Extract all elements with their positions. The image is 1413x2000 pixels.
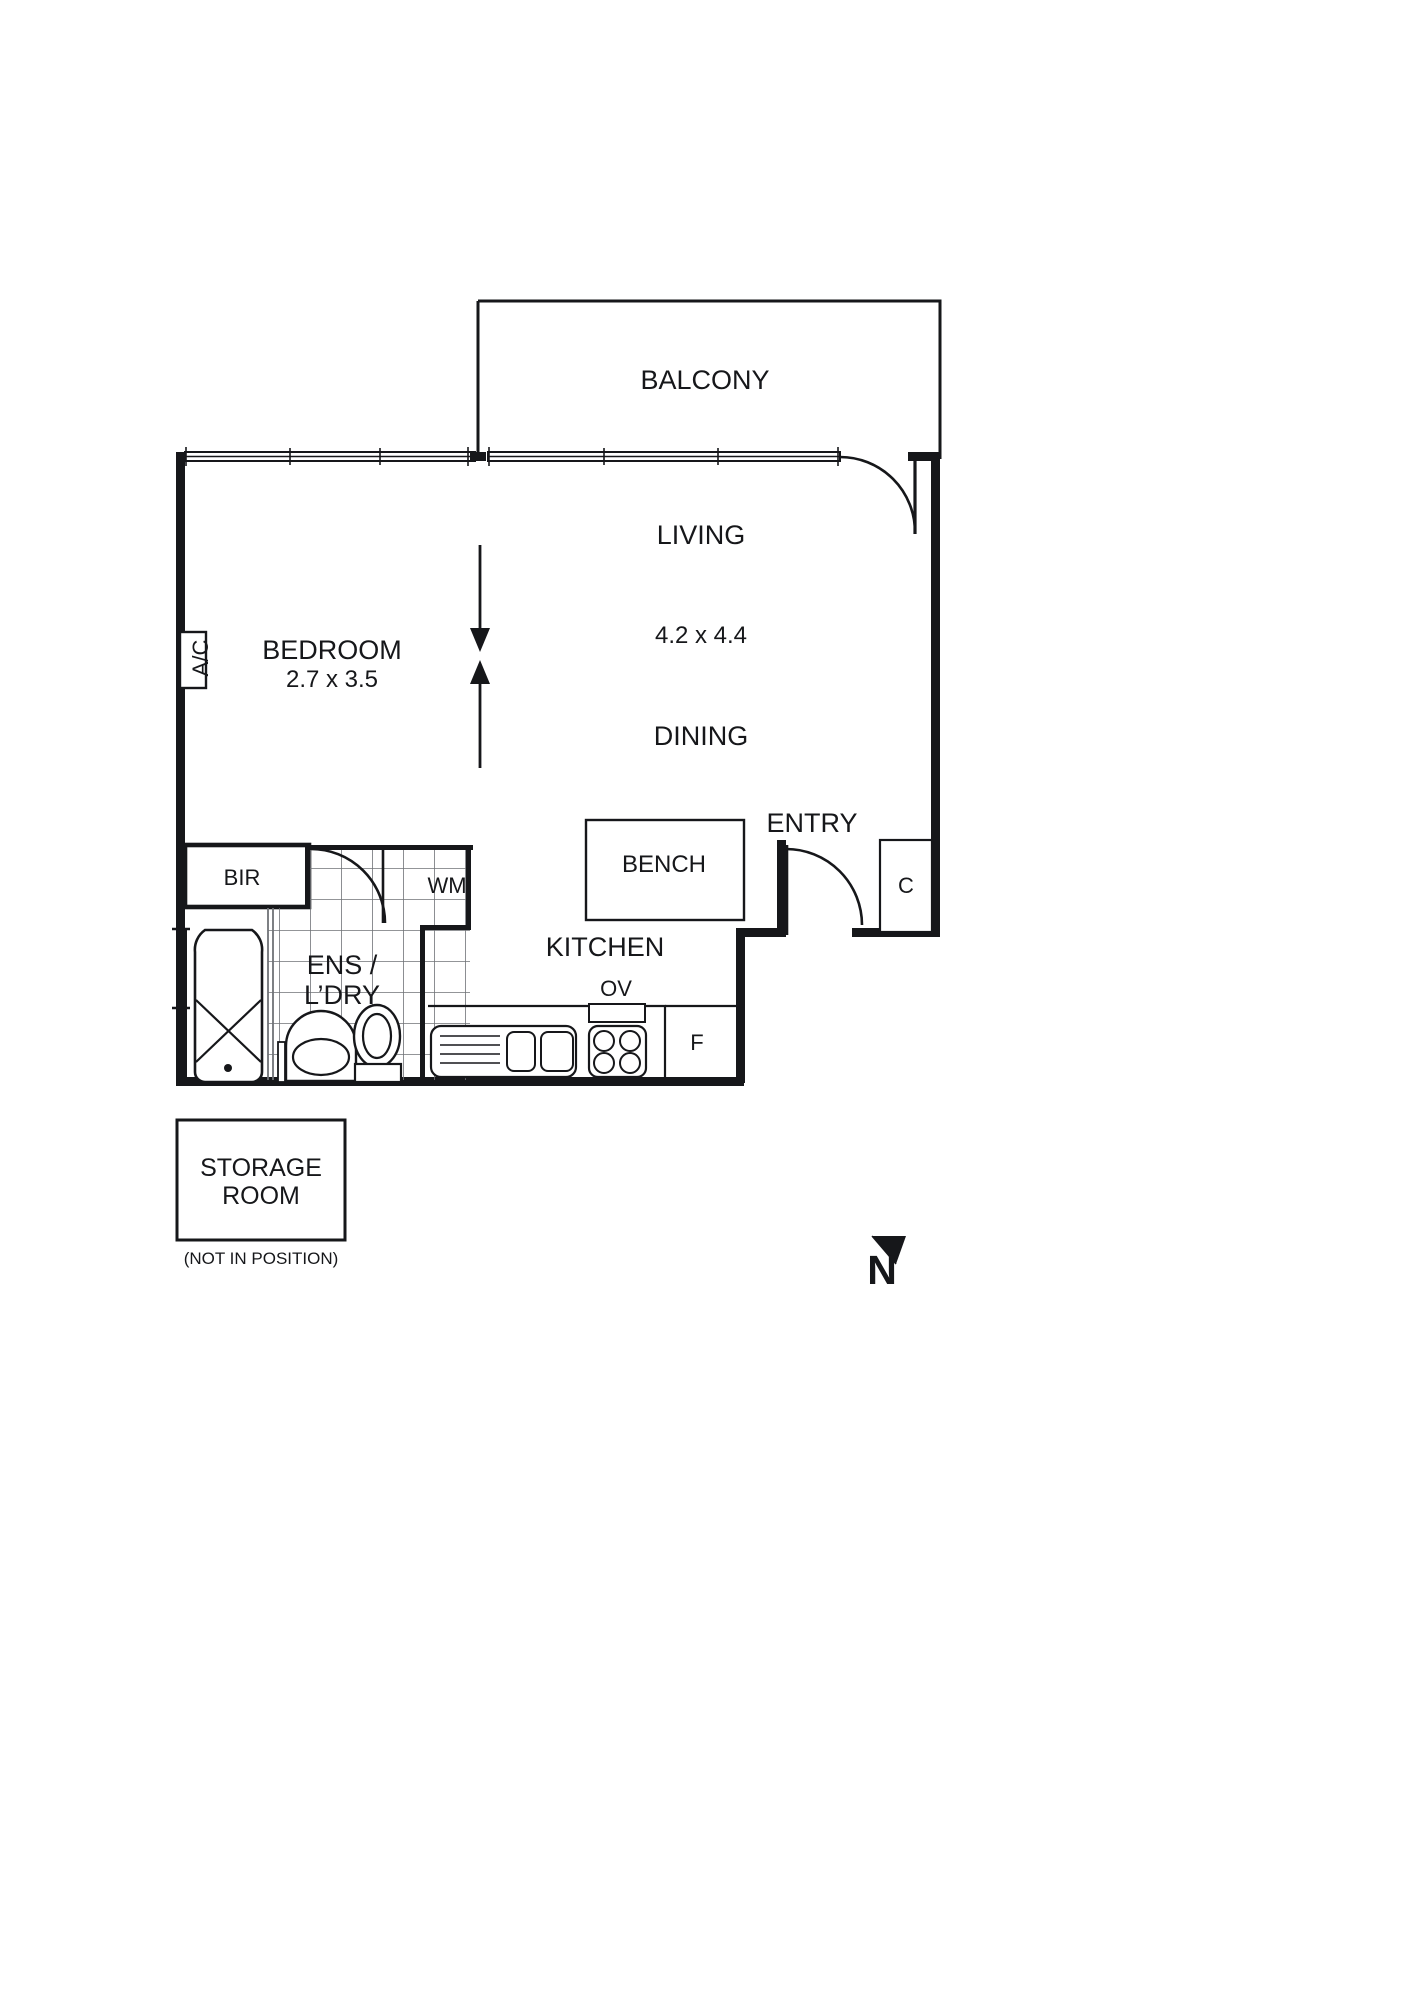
balcony-outline <box>476 299 942 459</box>
bedroom-living-divider <box>470 545 490 768</box>
dining-label: DINING <box>654 721 749 751</box>
kitchen-bench <box>584 818 746 922</box>
toilet <box>352 1003 403 1084</box>
kitchen-counter-run <box>428 1004 744 1080</box>
basin <box>277 1009 358 1083</box>
oven-unit <box>588 1003 646 1023</box>
living-dimensions: 4.2 x 4.4 <box>655 622 747 649</box>
ensuite-label-line2: L’DRY <box>304 980 380 1010</box>
cupboard-label: C <box>898 873 914 898</box>
bedroom-dimensions: 2.7 x 3.5 <box>286 666 378 693</box>
kitchen-sink <box>429 1024 578 1079</box>
kitchen-label: KITCHEN <box>546 932 665 962</box>
entry-door <box>783 845 864 935</box>
balcony-label: BALCONY <box>640 365 769 395</box>
compass-north-letter: N <box>867 1247 897 1293</box>
compass-north-arrow <box>871 1235 906 1265</box>
storage-room-note: (NOT IN POSITION) <box>184 1249 339 1268</box>
bedroom-label: BEDROOM <box>262 635 402 665</box>
wm-label: WM <box>427 873 466 898</box>
ac-label: A/C <box>188 640 213 677</box>
ensuite-walls <box>267 845 473 1081</box>
entry-label: ENTRY <box>766 808 857 838</box>
ensuite-label-line1: ENS / <box>307 950 378 980</box>
oven-label: OV <box>600 976 632 1001</box>
bathroom-window <box>172 927 190 1081</box>
entry-cupboard <box>878 838 934 934</box>
fridge-label: F <box>690 1030 703 1055</box>
cooktop <box>587 1024 648 1079</box>
storage-room-label-line1: STORAGE <box>200 1154 322 1182</box>
storage-room-box <box>175 1118 347 1242</box>
bir-label: BIR <box>224 865 261 890</box>
living-label: LIVING <box>657 520 746 550</box>
bench-label: BENCH <box>622 851 706 878</box>
bathtub <box>193 928 264 1084</box>
storage-room-label-line2: ROOM <box>222 1182 300 1210</box>
ensuite-door <box>310 847 387 924</box>
ac-unit <box>178 630 208 690</box>
balcony-glazing <box>184 447 940 534</box>
